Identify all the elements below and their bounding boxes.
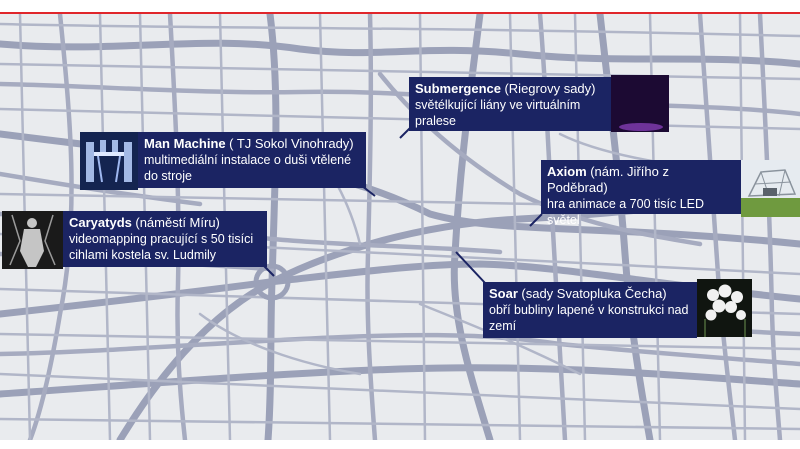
installation-location: (sady Svatopluka Čecha): [521, 286, 667, 301]
label-man-machine[interactable]: Man Machine ( TJ Sokol Vinohrady) multim…: [138, 132, 366, 188]
caryatyds-statue-photo: [2, 211, 63, 269]
label-caryatyds[interactable]: Caryatyds (náměstí Míru) videomapping pr…: [63, 211, 267, 267]
installation-name: Submergence: [415, 81, 501, 96]
installation-location: (náměstí Míru): [135, 215, 220, 230]
top-rule: [0, 0, 800, 14]
label-submergence[interactable]: Submergence (Riegrovy sady) světélkující…: [409, 77, 611, 131]
installation-description: hra animace a 700 tisíc LED světel: [547, 197, 705, 227]
label-axiom[interactable]: Axiom (nám. Jiřího z Poděbrad) hra anima…: [541, 160, 741, 227]
installation-name: Man Machine: [144, 136, 226, 151]
installation-location: (Riegrovy sady): [504, 81, 596, 96]
leader-caryatyds: [263, 265, 275, 277]
installation-name: Caryatyds: [69, 215, 132, 230]
axiom-pavilion-photo: [741, 160, 800, 217]
leader-axiom: [529, 213, 543, 227]
bottom-rule: [0, 440, 800, 449]
label-soar[interactable]: Soar (sady Svatopluka Čecha) obří bublin…: [483, 282, 697, 338]
installation-name: Axiom: [547, 164, 587, 179]
installation-description: obří bubliny lapené v konstrukci nad zem…: [489, 303, 689, 333]
installation-name: Soar: [489, 286, 518, 301]
installation-description: světélkující liány ve virtuálním pralese: [415, 98, 581, 128]
soar-bubbles-photo: [697, 279, 752, 337]
roundabout: [253, 263, 291, 301]
man-machine-photo: [80, 132, 138, 190]
installation-location: ( TJ Sokol Vinohrady): [229, 136, 354, 151]
submergence-light-strands-photo: [611, 75, 669, 132]
installation-location: (nám. Jiřího z Poděbrad): [547, 164, 669, 195]
installation-description: multimediální instalace o duši vtělené d…: [144, 153, 352, 183]
leader-soar: [455, 251, 487, 285]
installation-description: videomapping pracující s 50 tisíci cihla…: [69, 232, 254, 262]
